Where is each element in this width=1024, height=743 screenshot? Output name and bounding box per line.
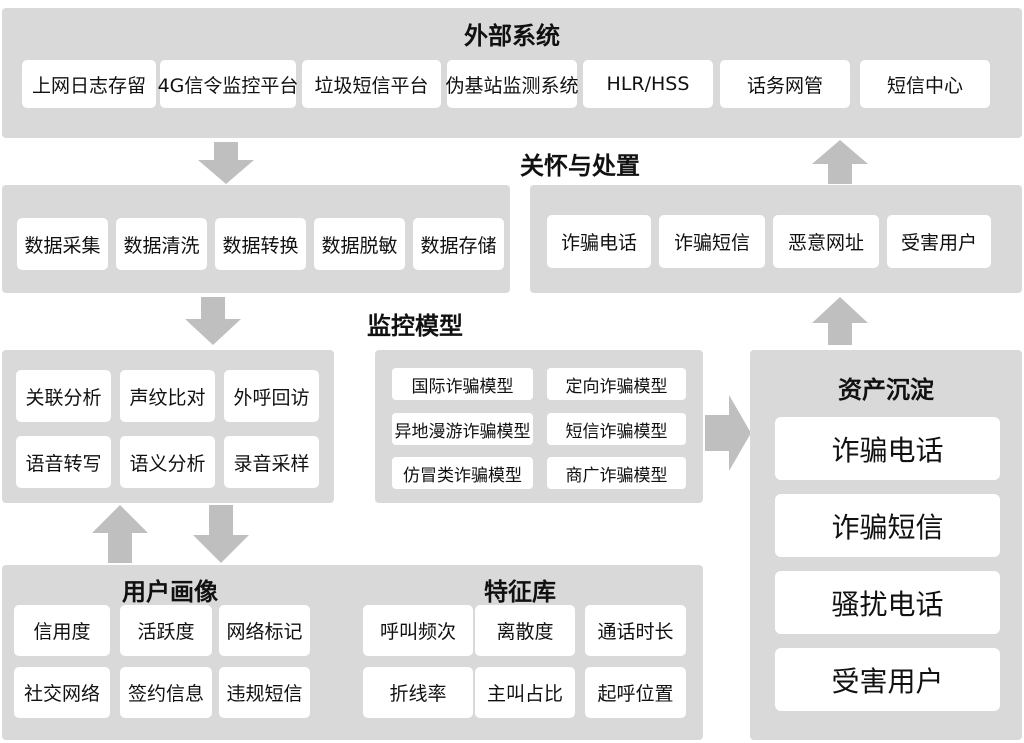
arrow-up-icon xyxy=(812,140,868,184)
assets-title: 资产沉淀 xyxy=(838,376,934,404)
model-item: 仿冒类诈骗模型 xyxy=(392,457,533,489)
external-system-item: 上网日志存留 xyxy=(22,60,156,108)
care-item: 恶意网址 xyxy=(773,215,879,268)
external-system-item: 短信中心 xyxy=(860,60,990,108)
feature-item: 主叫占比 xyxy=(475,667,575,718)
care-item: 受害用户 xyxy=(887,215,991,268)
external-system-item: 话务网管 xyxy=(720,60,850,108)
monitor-model-title: 监控模型 xyxy=(367,312,463,340)
profile-item: 违规短信 xyxy=(219,667,310,718)
feature-item: 起呼位置 xyxy=(585,667,686,718)
feature-item: 呼叫频次 xyxy=(363,605,473,656)
profile-item: 活跃度 xyxy=(120,605,212,656)
arrow-right-icon xyxy=(705,395,751,471)
data-process-item: 数据脱敏 xyxy=(314,218,405,270)
profile-item: 社交网络 xyxy=(14,667,110,718)
feature-item: 通话时长 xyxy=(585,605,686,656)
analysis-item: 声纹比对 xyxy=(120,370,215,422)
model-item: 商广诈骗模型 xyxy=(547,457,686,489)
asset-item: 诈骗电话 xyxy=(775,417,1000,480)
arrow-up-icon xyxy=(812,297,868,345)
external-system-item: 伪基站监测系统 xyxy=(446,60,579,108)
data-process-item: 数据采集 xyxy=(17,218,108,270)
analysis-item: 语义分析 xyxy=(120,436,215,488)
asset-item: 受害用户 xyxy=(775,648,1000,711)
features-title: 特征库 xyxy=(484,578,556,606)
care-item: 诈骗短信 xyxy=(659,215,765,268)
model-item: 定向诈骗模型 xyxy=(547,368,686,400)
feature-item: 折线率 xyxy=(363,667,473,718)
model-item: 短信诈骗模型 xyxy=(547,413,686,445)
arrow-down-icon xyxy=(198,142,254,184)
asset-item: 诈骗短信 xyxy=(775,494,1000,557)
profile-item: 网络标记 xyxy=(219,605,310,656)
data-process-item: 数据转换 xyxy=(215,218,306,270)
external-system-item: 垃圾短信平台 xyxy=(302,60,441,108)
external-system-item: 4G信令监控平台 xyxy=(158,60,298,108)
profile-title: 用户画像 xyxy=(122,578,218,606)
feature-item: 离散度 xyxy=(475,605,575,656)
data-process-item: 数据存储 xyxy=(413,218,504,270)
analysis-item: 语音转写 xyxy=(16,436,111,488)
arrow-down-icon xyxy=(193,505,249,563)
arrow-down-icon xyxy=(185,297,241,345)
analysis-item: 录音采样 xyxy=(224,436,319,488)
care-title: 关怀与处置 xyxy=(520,152,640,180)
arrow-up-icon xyxy=(92,505,148,563)
model-item: 异地漫游诈骗模型 xyxy=(392,413,533,445)
care-item: 诈骗电话 xyxy=(547,215,651,268)
asset-item: 骚扰电话 xyxy=(775,571,1000,634)
external-system-item: HLR/HSS xyxy=(583,60,713,108)
profile-item: 签约信息 xyxy=(120,667,212,718)
model-item: 国际诈骗模型 xyxy=(392,368,533,400)
external-systems-title: 外部系统 xyxy=(464,22,560,50)
analysis-item: 外呼回访 xyxy=(224,370,319,422)
data-process-item: 数据清洗 xyxy=(116,218,207,270)
analysis-item: 关联分析 xyxy=(16,370,111,422)
profile-item: 信用度 xyxy=(14,605,110,656)
